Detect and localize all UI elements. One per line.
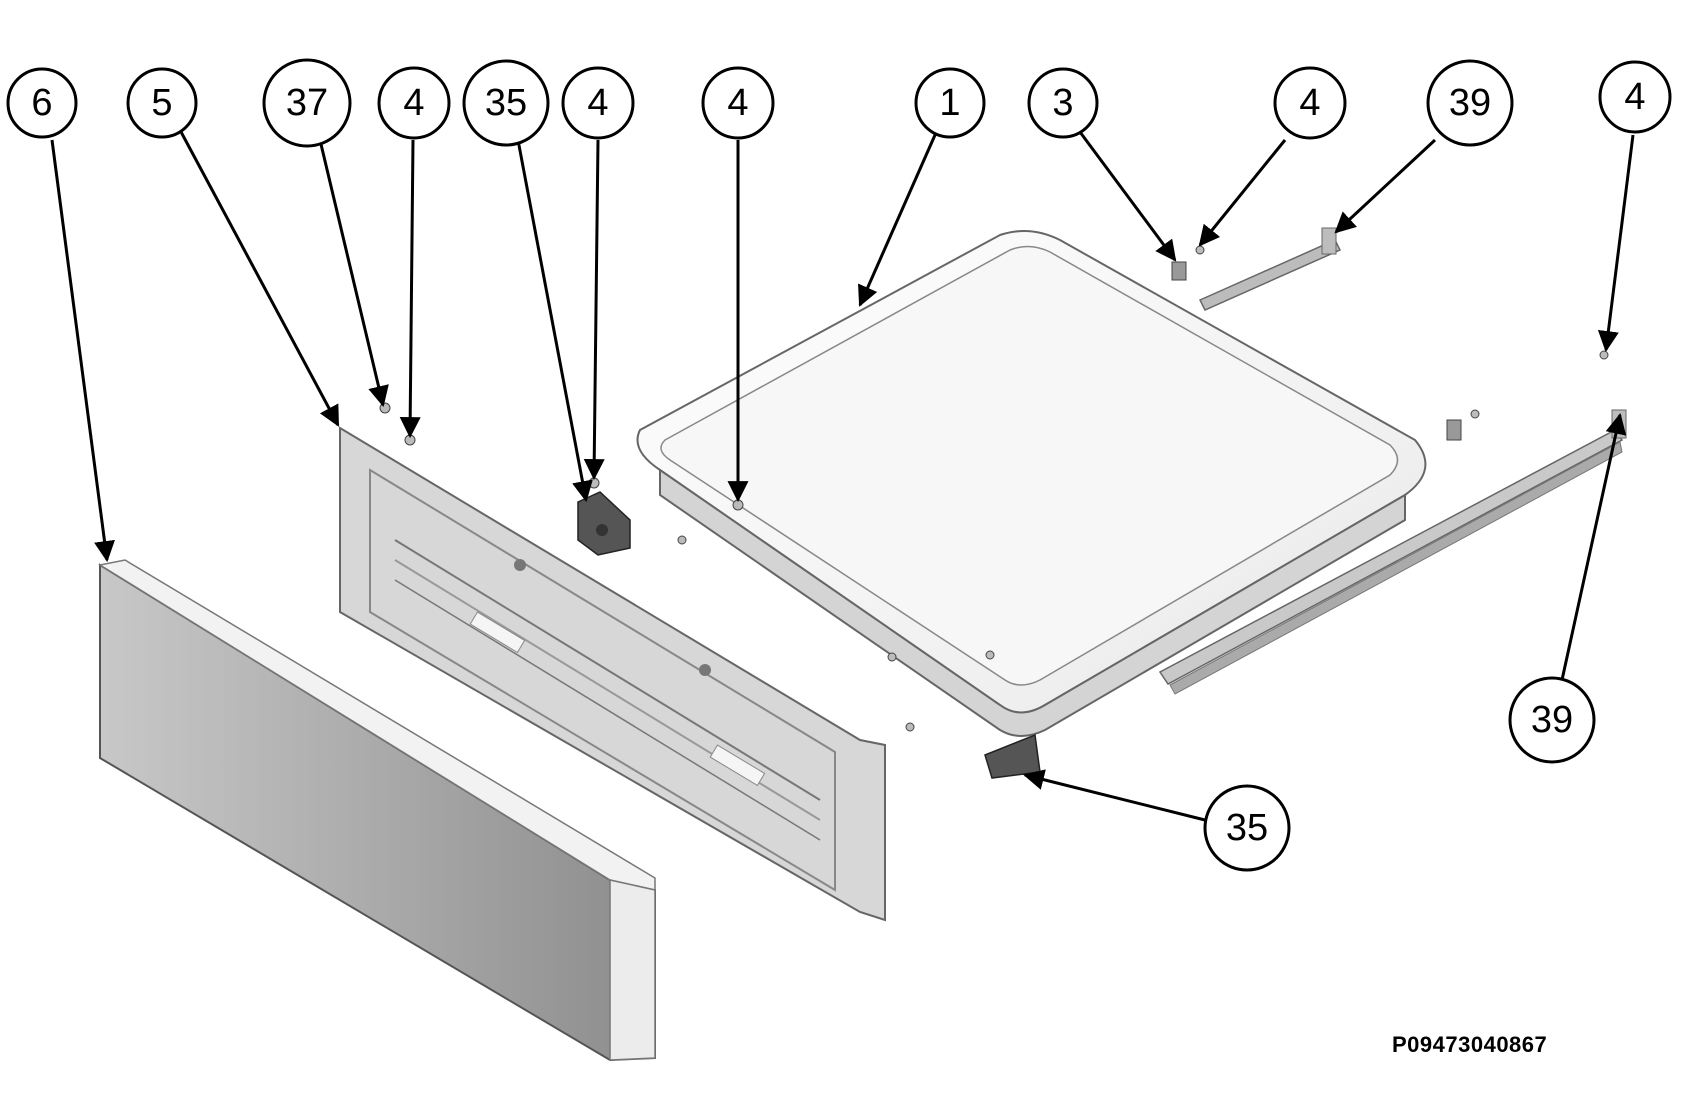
callout-3: 3 [1027,67,1099,139]
callout-39-bottom: 39 [1508,676,1596,764]
slide-rail-top [1198,227,1342,311]
svg-text:5: 5 [151,82,172,124]
document-code: P09473040867 [1392,1032,1548,1057]
drip-pan [636,230,1427,737]
svg-text:37: 37 [286,82,328,124]
callout-5: 5 [126,67,198,139]
callout-39-top: 39 [1426,59,1514,147]
svg-text:4: 4 [587,82,608,124]
svg-text:6: 6 [31,82,52,124]
callout-4-b: 4 [561,66,635,140]
callout-4-e: 4 [1598,60,1672,134]
drawer-bracket-left [577,491,631,556]
svg-text:3: 3 [1052,82,1073,124]
drawer-inner-panel [339,426,886,922]
callout-4-d: 4 [1273,66,1347,140]
drawer-front-panel [97,559,656,1062]
callout-4-a: 4 [377,66,451,140]
svg-text:1: 1 [939,82,960,124]
svg-text:35: 35 [485,82,527,124]
svg-text:4: 4 [727,82,748,124]
callout-6: 6 [6,67,78,139]
callout-4-c: 4 [701,66,775,140]
clip-part-3 [1171,261,1462,441]
svg-text:4: 4 [1624,76,1645,118]
drawer-bracket-right [984,733,1041,779]
callout-35-top: 35 [462,59,550,147]
callout-1: 1 [914,67,986,139]
svg-text:35: 35 [1226,807,1268,849]
leader-lines [50,129,1635,822]
svg-text:4: 4 [1299,82,1320,124]
svg-text:39: 39 [1531,699,1573,741]
callout-35-bottom: 35 [1203,784,1291,872]
svg-text:39: 39 [1449,82,1491,124]
svg-text:4: 4 [403,82,424,124]
callout-37: 37 [262,58,352,148]
